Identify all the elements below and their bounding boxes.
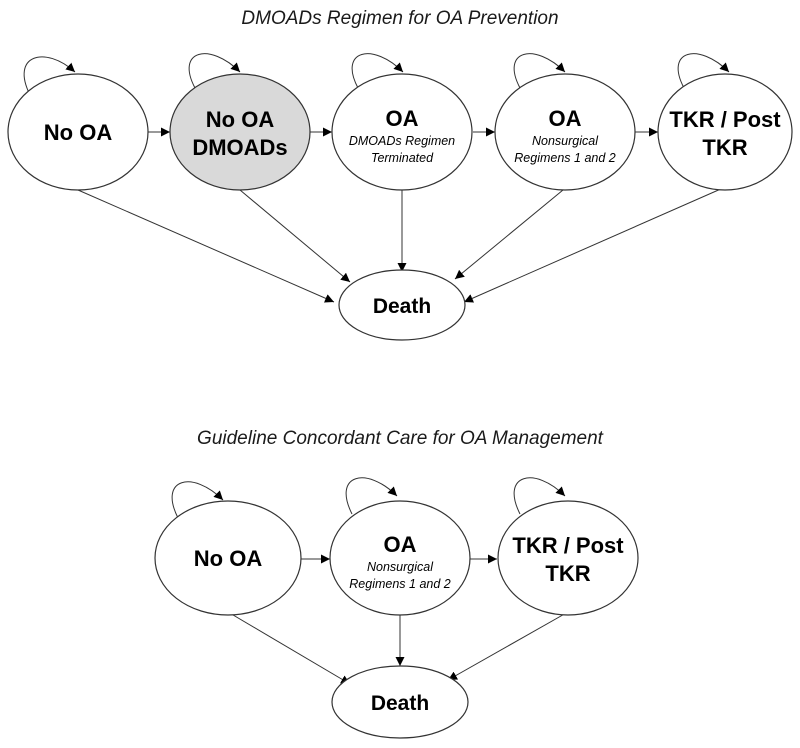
state-death: Death [338, 269, 466, 341]
state-sub-line1: Nonsurgical [367, 560, 434, 574]
state-label: Death [371, 692, 429, 715]
state-tkr: TKR / Post TKR [497, 500, 639, 616]
state-sub-line1: DMOADs Regimen [349, 134, 455, 148]
self-loop-tkr [513, 477, 566, 515]
arrow-tkr-to-death [447, 611, 569, 681]
arrow-no-oa-to-death [227, 611, 351, 685]
state-no-oa: No OA [7, 73, 149, 191]
state-sub-line2: Regimens 1 and 2 [514, 151, 616, 165]
state-oa-dmoads-terminated: OA DMOADs Regimen Terminated [331, 73, 473, 191]
state-label: OA [386, 106, 419, 131]
state-no-oa: No OA [154, 500, 302, 616]
state-label: OA [384, 532, 417, 557]
state-label-line2: DMOADs [192, 135, 287, 160]
state-label-line2: TKR [545, 561, 590, 586]
state-oa-nonsurgical: OA Nonsurgical Regimens 1 and 2 [329, 500, 471, 616]
state-death: Death [331, 665, 469, 739]
diagram-title-top: DMOADs Regimen for OA Prevention [241, 8, 558, 29]
arrow-dmoads-to-death [239, 189, 351, 283]
state-sub-line2: Regimens 1 and 2 [349, 577, 451, 591]
self-loop-tkr [677, 53, 730, 89]
self-loop-no-oa [171, 481, 224, 519]
state-sub-line1: Nonsurgical [532, 134, 599, 148]
arrow-tkr-to-death [463, 187, 724, 303]
self-loop-no-oa [23, 56, 76, 96]
self-loop-oa-nonsurgical [513, 53, 566, 89]
diagram-title-bottom: Guideline Concordant Care for OA Managem… [197, 428, 604, 449]
arrow-no-oa-to-death [77, 189, 335, 303]
state-label: OA [549, 106, 582, 131]
state-no-oa-dmoads: No OA DMOADs [169, 73, 311, 191]
state-label: No OA [44, 120, 113, 145]
state-label-line2: TKR [702, 135, 747, 160]
state-label: No OA [194, 546, 263, 571]
diagram-dmoads-prevention: DMOADs Regimen for OA Prevention No OA N… [7, 8, 793, 341]
state-label: Death [373, 295, 431, 318]
state-oa-nonsurgical: OA Nonsurgical Regimens 1 and 2 [494, 73, 636, 191]
diagram-guideline-care: Guideline Concordant Care for OA Managem… [154, 428, 639, 739]
state-tkr: TKR / Post TKR [657, 73, 793, 191]
state-label-line1: TKR / Post [512, 533, 624, 558]
state-label-line1: No OA [206, 107, 275, 132]
state-label-line1: TKR / Post [669, 107, 781, 132]
self-loop-oa-terminated [351, 53, 404, 89]
self-loop-no-oa-dmoads [188, 53, 241, 89]
self-loop-oa-nonsurgical [345, 477, 398, 515]
state-sub-line2: Terminated [371, 151, 434, 165]
arrow-oa-nonsurgical-to-death [454, 189, 564, 280]
